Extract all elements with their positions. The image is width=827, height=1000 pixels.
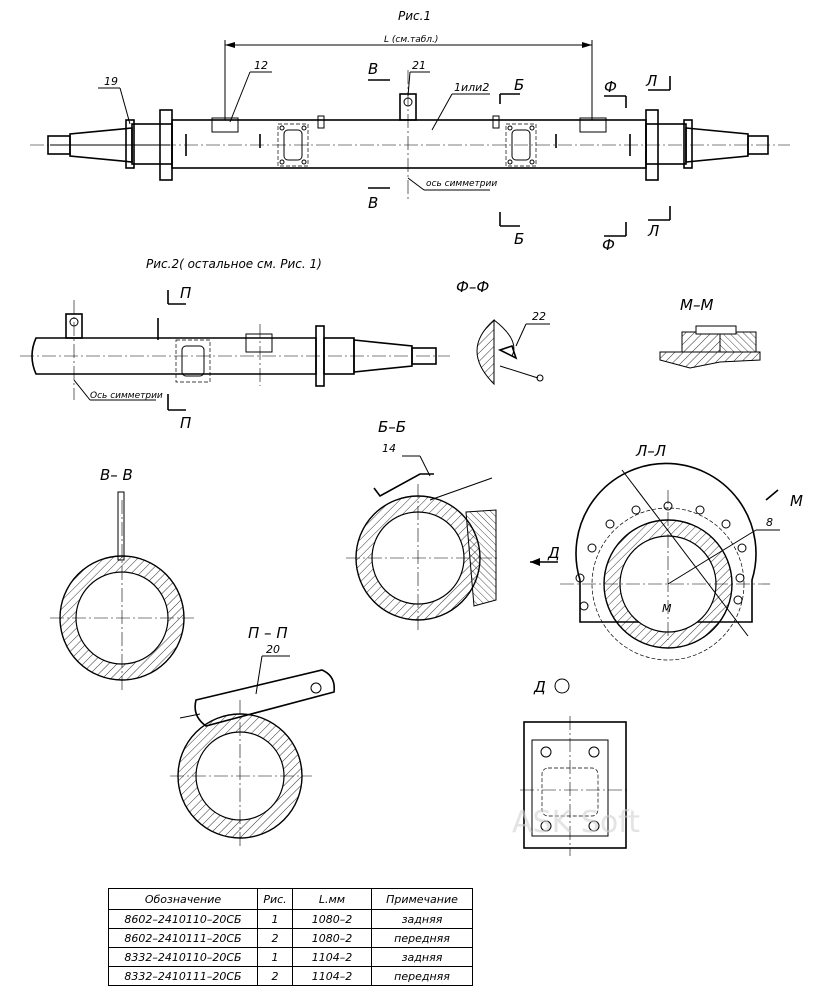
section-mark-b-top: Б xyxy=(514,76,524,94)
section-mark-v-top: В xyxy=(368,60,378,78)
cell-figure: 1 xyxy=(257,947,293,967)
table-row: 8602–2410111–20СБ 2 1080–2 передняя xyxy=(108,928,473,948)
cell-figure: 2 xyxy=(257,966,293,986)
section-mark-f-top: Ф xyxy=(604,78,617,96)
col-header-figure: Рис. xyxy=(257,888,293,910)
section-marks-fig2: П П xyxy=(167,284,191,432)
section-vv-view xyxy=(50,491,194,690)
table-header-row: Обозначение Рис. L.мм Примечание xyxy=(108,888,473,910)
cell-length: 1104–2 xyxy=(292,947,372,967)
cell-designation: 8332–2410110–20СБ xyxy=(108,947,258,967)
watermark: ASK Soft xyxy=(512,805,640,840)
section-mark-m-bottom: М xyxy=(662,602,672,615)
callout-12: 12 xyxy=(254,59,268,72)
cell-figure: 1 xyxy=(257,909,293,929)
view-title-d: Д xyxy=(533,678,546,696)
section-mark-p-bottom: П xyxy=(180,414,191,432)
section-title-mm: М–М xyxy=(680,296,713,314)
callout-14: 14 xyxy=(382,442,396,455)
cell-designation: 8332–2410111–20СБ xyxy=(108,966,258,986)
cell-length: 1080–2 xyxy=(292,928,372,948)
section-title-vv: В– В xyxy=(100,466,133,484)
section-title-pp: П – П xyxy=(248,624,288,642)
section-mark-f-bottom: Ф xyxy=(602,236,615,254)
cell-length: 1080–2 xyxy=(292,909,372,929)
section-title-bb: Б–Б xyxy=(378,418,406,436)
section-pp-view: 20 xyxy=(170,643,336,848)
callout-20: 20 xyxy=(266,643,280,656)
section-mark-p-top: П xyxy=(180,284,191,302)
col-header-note: Примечание xyxy=(371,888,473,910)
cell-note: передняя xyxy=(371,928,473,948)
axle-beam-fig2 xyxy=(20,300,450,400)
arrow-label-d: Д xyxy=(547,544,560,562)
col-header-designation: Обозначение xyxy=(108,888,258,910)
callouts-fig1: 19 12 21 1или2 xyxy=(98,59,490,131)
specification-table: Обозначение Рис. L.мм Примечание 8602–24… xyxy=(108,888,473,986)
symmetry-axis-label: ось симметрии xyxy=(426,179,497,189)
col-header-length: L.мм xyxy=(292,888,372,910)
section-mark-b-bottom: Б xyxy=(514,230,524,248)
table-row: 8332–2410110–20СБ 1 1104–2 задняя xyxy=(108,947,473,967)
fig2-title: Рис.2( остальное см. Рис. 1) xyxy=(146,257,322,271)
callout-8: 8 xyxy=(766,516,773,529)
axle-beam-fig1 xyxy=(47,93,769,181)
cell-designation: 8602–2410110–20СБ xyxy=(108,909,258,929)
section-mark-l-bottom: Л xyxy=(647,222,659,240)
section-mark-v-bottom: В xyxy=(368,194,378,212)
view-d xyxy=(520,716,630,856)
cell-note: задняя xyxy=(371,909,473,929)
section-marks-fig1: В В Б Б Ф Ф Л Л xyxy=(368,60,671,254)
fig1-title: Рис.1 xyxy=(398,9,431,23)
table-row: 8332–2410111–20СБ 2 1104–2 передняя xyxy=(108,966,473,986)
callout-21: 21 xyxy=(412,59,426,72)
section-title-ll: Л–Л xyxy=(635,442,666,460)
dimension-L-label: L (см.табл.) xyxy=(384,35,438,45)
cell-note: передняя xyxy=(371,966,473,986)
callout-19: 19 xyxy=(104,75,118,88)
cell-length: 1104–2 xyxy=(292,966,372,986)
cell-designation: 8602–2410111–20СБ xyxy=(108,928,258,948)
section-title-ff: Ф–Ф xyxy=(456,278,489,296)
cell-note: задняя xyxy=(371,947,473,967)
view-d-rotation-icon xyxy=(554,678,570,694)
callout-1or2: 1или2 xyxy=(454,81,489,94)
cell-figure: 2 xyxy=(257,928,293,948)
section-bb-view: 14 xyxy=(346,442,500,630)
callout-22: 22 xyxy=(532,310,546,323)
section-mark-l-top: Л xyxy=(645,72,657,90)
section-mm-view xyxy=(659,325,761,369)
symmetry-axis-label-2: Ось симметрии xyxy=(90,391,163,401)
dimension-L: L (см.табл.) xyxy=(224,35,593,120)
section-mark-m-top: М xyxy=(790,492,803,510)
section-ll-view: 8 Д М М xyxy=(530,462,803,661)
section-ff-view: 22 xyxy=(476,310,550,386)
table-row: 8602–2410110–20СБ 1 1080–2 задняя xyxy=(108,909,473,929)
